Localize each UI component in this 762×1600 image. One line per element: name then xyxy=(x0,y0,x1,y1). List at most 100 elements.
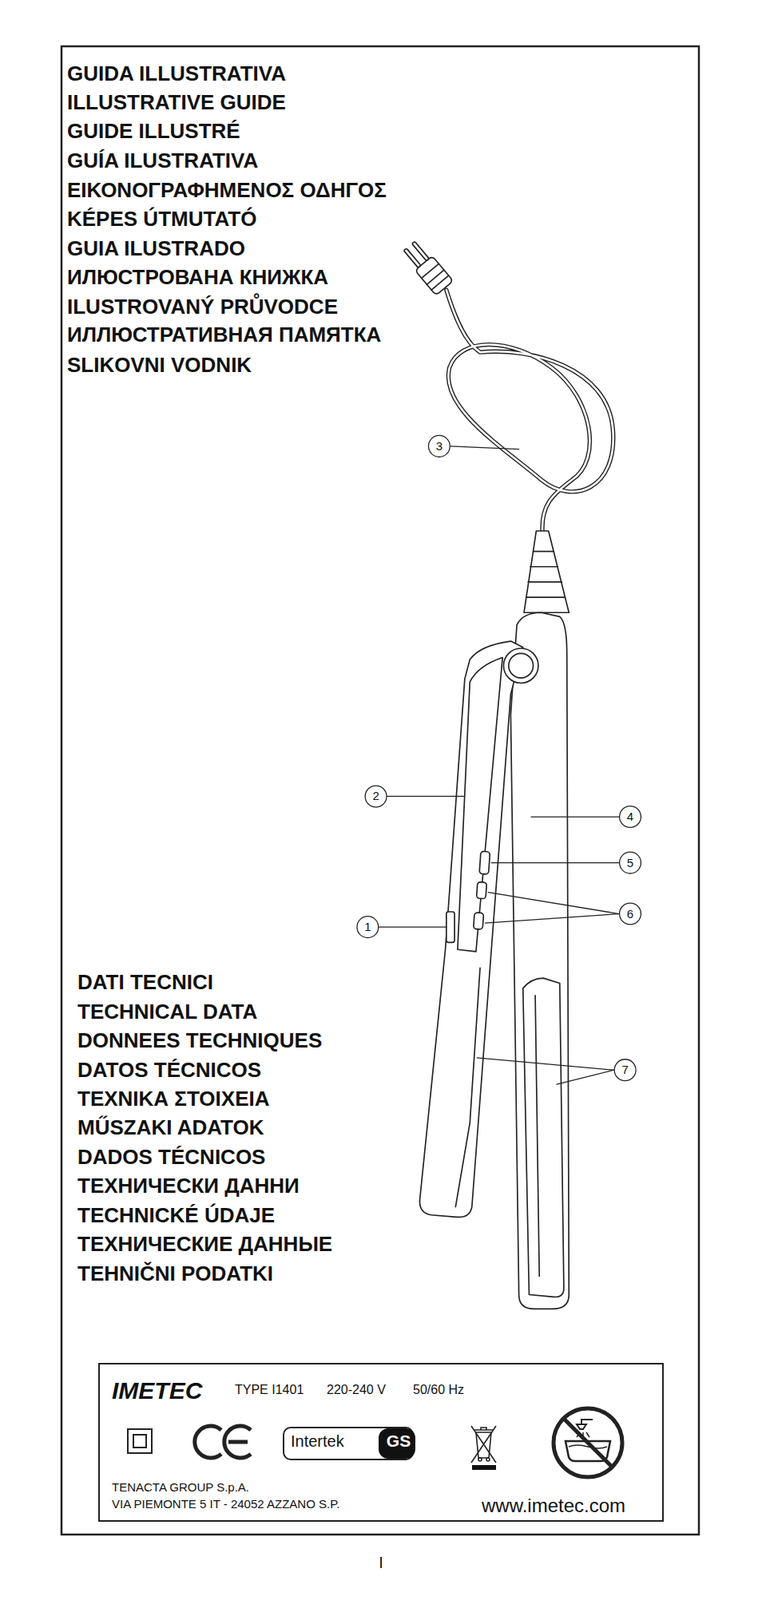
power-cord xyxy=(446,289,614,532)
hinge xyxy=(503,648,538,683)
plug xyxy=(400,238,453,296)
guide-heading: ИЛЮСТРОВАНА КНИЖКА xyxy=(67,265,329,290)
weee-symbol xyxy=(486,1458,490,1462)
data-heading: TEHNIČNI PODATKI xyxy=(77,1262,274,1286)
data-heading: DONNEES TECHNIQUES xyxy=(77,1028,322,1053)
rating-plate: IMETEC TYPE I1401 220-240 V 50/60 Hz Interte… xyxy=(98,1363,664,1523)
plug xyxy=(431,275,449,290)
maker-address: VIA PIEMONTE 5 IT - 24052 AZZANO S.P. xyxy=(111,1497,340,1512)
callout-circles xyxy=(357,435,642,1081)
guide-heading: GUIA ILUSTRADO xyxy=(67,236,246,261)
web-address: www.imetec.com xyxy=(481,1495,626,1518)
arm xyxy=(510,612,569,1310)
guide-heading: ΕΙΚΟΝΟΓΡΑΦΗΜΕΝΟΣ ΟΔΗΓΟΣ xyxy=(67,178,387,203)
no-bath-symbol xyxy=(553,1408,623,1478)
no-bath-symbol xyxy=(576,1424,587,1430)
callout-number: 2 xyxy=(365,788,387,805)
maker-name: TENACTA GROUP S.p.A. xyxy=(111,1480,250,1495)
cord-sleeve xyxy=(523,531,569,613)
power-cord xyxy=(446,289,614,532)
cord-sleeve xyxy=(530,566,559,568)
cord-sleeve xyxy=(523,531,569,613)
power-cord xyxy=(446,289,614,532)
class-2-symbol xyxy=(133,1435,147,1449)
voltage: 220-240 V xyxy=(326,1383,386,1398)
leader-lines xyxy=(450,446,520,450)
leader-lines xyxy=(491,862,620,864)
guide-heading: GUIDE ILLUSTRÉ xyxy=(67,119,241,143)
no-bath-symbol xyxy=(581,1420,593,1425)
handle xyxy=(457,658,503,953)
ce-mark xyxy=(194,1426,222,1459)
data-heading: DADOS TÉCNICOS xyxy=(77,1145,266,1170)
hinge xyxy=(508,653,534,679)
handle xyxy=(476,882,487,900)
no-bath-symbol xyxy=(553,1408,623,1478)
weee-symbol xyxy=(474,1428,493,1431)
guide-heading: GUIDA ILLUSTRATIVA xyxy=(67,61,286,86)
weee-symbol xyxy=(471,1426,497,1464)
ce-mark xyxy=(224,1426,251,1459)
guide-heading: ИЛЛЮСТРАТИВНАЯ ПАМЯТКА xyxy=(67,322,381,347)
callout-circles xyxy=(619,806,642,829)
data-heading: TECHNICKÉ ÚDAJE xyxy=(77,1203,275,1228)
cord-sleeve xyxy=(526,596,566,599)
certification-mark: Intertek xyxy=(290,1432,345,1452)
handle xyxy=(419,641,523,1218)
data-heading: DATI TECNICI xyxy=(77,970,214,995)
leader-lines xyxy=(378,927,446,929)
hair-straightener xyxy=(357,238,642,1310)
class-2-symbol xyxy=(127,1429,152,1454)
callout-circles xyxy=(428,435,450,457)
data-heading: ТЕХНИЧЕСКИ ДАННИ xyxy=(77,1174,300,1199)
no-bath-symbol xyxy=(568,1445,608,1449)
leader-lines xyxy=(484,914,620,925)
callout-circles xyxy=(365,785,387,808)
arm xyxy=(510,612,569,1310)
leader-lines xyxy=(387,796,465,798)
handle xyxy=(455,968,481,1207)
callout-number: 4 xyxy=(619,809,641,826)
guide-heading: ILUSTROVANÝ PRŮVODCE xyxy=(67,294,338,319)
leader-lines xyxy=(556,1070,615,1085)
guide-heading: SLIKOVNI VODNIK xyxy=(67,353,252,378)
plug xyxy=(412,241,430,261)
handle xyxy=(473,912,485,930)
cord-sleeve xyxy=(527,581,562,584)
callout-number: 6 xyxy=(619,906,641,923)
callout-circles xyxy=(614,1059,636,1082)
no-bath-symbol xyxy=(563,1419,612,1468)
handle xyxy=(479,851,490,875)
handle xyxy=(446,912,455,943)
leader-lines xyxy=(488,892,620,915)
callout-number: 3 xyxy=(428,438,450,455)
hinge xyxy=(503,648,538,683)
plug xyxy=(415,256,454,296)
handle xyxy=(419,641,523,1218)
cord-sleeve xyxy=(533,551,555,553)
callout-circles xyxy=(357,916,379,939)
rating-plate-symbols xyxy=(127,1408,623,1478)
leader-lines xyxy=(531,816,620,818)
weee-symbol xyxy=(471,1426,497,1471)
leader-lines xyxy=(476,1058,614,1071)
arm xyxy=(535,996,540,1278)
callout-circles xyxy=(619,903,642,925)
data-heading: ΤΕΧΝΙΚΑ ΣΤΟΙΧΕΙΑ xyxy=(77,1087,270,1112)
page-number: I xyxy=(371,1553,391,1573)
brand-logo: IMETEC xyxy=(111,1377,203,1405)
page-border xyxy=(61,46,699,1536)
callout-number: 5 xyxy=(619,855,641,872)
certification-mark: GS xyxy=(380,1432,417,1452)
data-heading: ТЕХНИЧЕСКИЕ ДАННЫЕ xyxy=(77,1232,333,1257)
type-code: TYPE I1401 xyxy=(234,1383,304,1398)
weee-symbol xyxy=(472,1465,497,1471)
guide-heading: ILLUSTRATIVE GUIDE xyxy=(67,90,286,115)
callout-number: 1 xyxy=(357,919,378,936)
callout-circles xyxy=(619,852,642,874)
data-heading: DATOS TÉCNICOS xyxy=(77,1058,262,1083)
callout-number: 7 xyxy=(615,1062,636,1079)
frequency: 50/60 Hz xyxy=(412,1383,465,1398)
leader-lines xyxy=(378,446,620,1085)
